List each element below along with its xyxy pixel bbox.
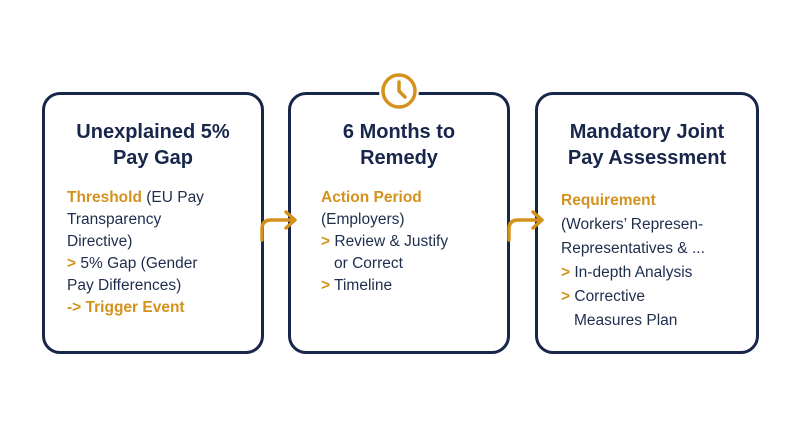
arrow-right-icon	[507, 210, 544, 242]
body-line: Action Period	[321, 189, 422, 206]
arrow-right-icon	[260, 210, 297, 242]
stage-card-remedy: 6 Months to Remedy Action Period (Employ…	[288, 92, 510, 354]
stage-card-assessment: Mandatory Joint Pay Assessment Requireme…	[535, 92, 759, 354]
body-line: Transparency	[67, 211, 162, 228]
body-line: -> Trigger Event	[67, 299, 185, 316]
body-line: (Employers)	[321, 211, 405, 228]
clock-icon	[379, 71, 419, 111]
body-line: Threshold (EU Pay	[67, 189, 204, 206]
card-title: 6 Months to Remedy	[342, 121, 456, 169]
body-line: > 5% Gap (Gender	[67, 255, 198, 272]
body-line: or Correct	[334, 255, 403, 272]
card-title: Unexplained 5% Pay Gap	[76, 121, 230, 169]
card-title: Mandatory Joint Pay Assessment	[567, 121, 727, 169]
body-line: (Workers’ Represen-	[561, 216, 704, 233]
body-line: Representatives & ...	[561, 240, 705, 257]
body-line: > In-depth Analysis	[561, 264, 693, 281]
body-line: Measures Plan	[574, 312, 678, 329]
body-line: Pay Differences)	[67, 277, 182, 294]
body-line: > Corrective	[561, 288, 645, 305]
card-body: Threshold (EU Pay Transparency Directive…	[67, 187, 253, 319]
stage-card-threshold: Unexplained 5% Pay Gap Threshold (EU Pay…	[42, 92, 264, 354]
card-body: Requirement (Workers’ Represen- Represen…	[561, 189, 748, 333]
body-line: Directive)	[67, 233, 133, 250]
body-line: Requirement	[561, 192, 656, 209]
card-body: Action Period (Employers) > Review & Jus…	[321, 187, 499, 297]
body-line: > Review & Justify	[321, 233, 449, 250]
body-line: > Timeline	[321, 277, 393, 294]
